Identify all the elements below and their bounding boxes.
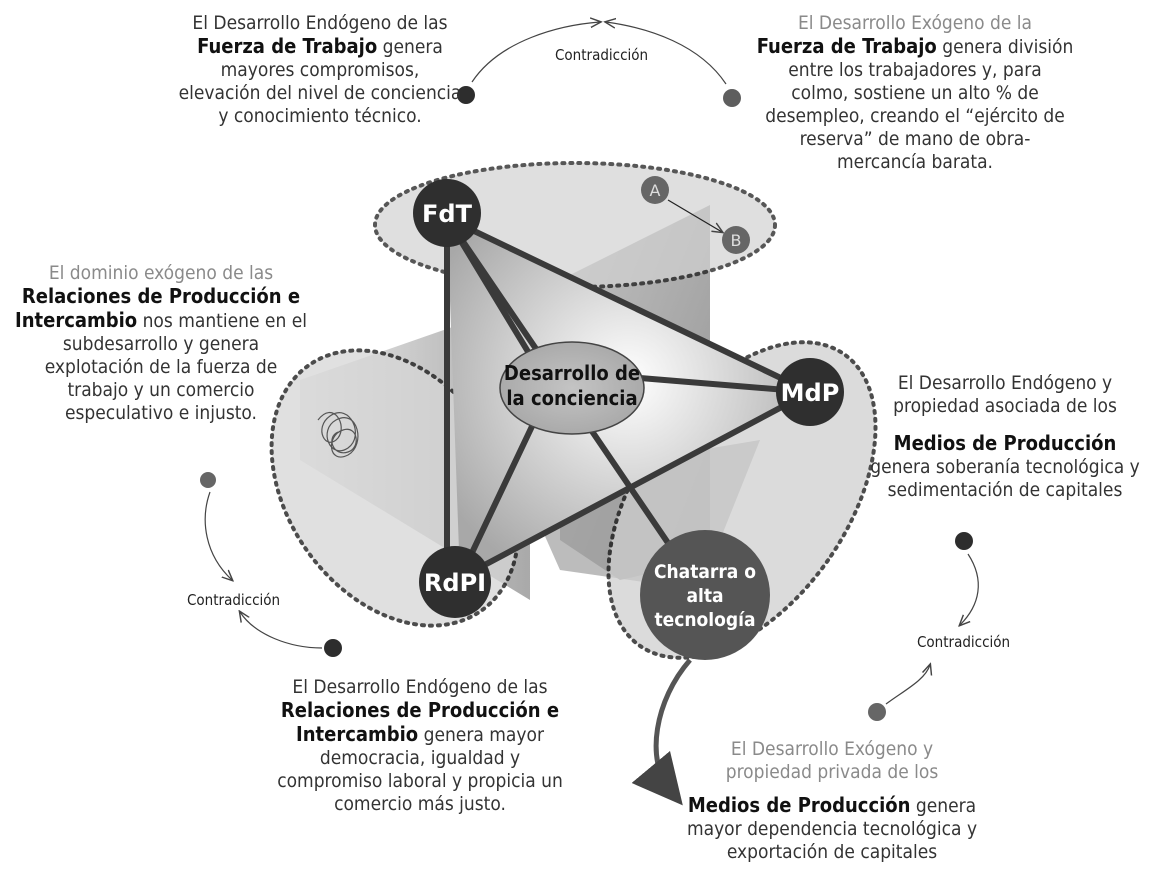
text-line: mayor dependencia tecnológica y <box>686 818 978 840</box>
edge-rdpi-mdp <box>457 389 813 581</box>
text-top-left: El Desarrollo Endógeno de las Fuerza de … <box>160 12 480 128</box>
mdp-label: MdP <box>781 379 840 407</box>
text-span: genera división <box>936 36 1074 58</box>
a-label: A <box>650 181 661 200</box>
text-line: especulativo e injusto. <box>65 402 257 424</box>
text-line: El Desarrollo Endógeno de las <box>292 676 548 698</box>
text-line: Fuerza de Trabajo genera <box>160 35 480 59</box>
text-line: propiedad asociada de los <box>893 395 1117 417</box>
right-top-dot <box>955 532 973 550</box>
center-label-1: Desarrollo de <box>504 361 640 385</box>
text-span: nos mantiene en el <box>137 310 307 332</box>
text-top-right: El Desarrollo Exógeno de la Fuerza de Tr… <box>735 12 1095 174</box>
text-line: Intercambio genera mayor <box>255 723 585 747</box>
text-line: trabajo y un comercio <box>67 379 255 401</box>
top-right-dot <box>723 89 741 107</box>
right-top-arc <box>960 553 979 625</box>
text-line: desempleo, creando el “ejército de <box>765 105 1065 127</box>
mdp-node <box>776 358 844 426</box>
text-left: El dominio exógeno de las Relaciones de … <box>2 262 320 425</box>
text-line: genera soberanía tecnológica y <box>870 456 1140 478</box>
text-span: genera <box>910 795 977 817</box>
top-left-dot <box>457 86 475 104</box>
text-line: subdesarrollo y genera <box>62 333 260 355</box>
text-line: Relaciones de Producción e <box>2 285 320 309</box>
text-line: propiedad privada de los <box>725 761 939 783</box>
text-line: El Desarrollo Endógeno de las <box>192 12 448 34</box>
text-line: Fuerza de Trabajo genera división <box>735 35 1095 59</box>
contradiction-label-top: Contradicción <box>555 46 649 64</box>
text-bold: Medios de Producción <box>687 793 911 817</box>
text-line: mercancía barata. <box>837 151 993 173</box>
chatarra-down-arrow <box>631 658 692 806</box>
text-line: entre los trabajadores y, para <box>788 59 1042 81</box>
right-bottom-arc <box>885 665 930 705</box>
b-node <box>722 226 750 254</box>
fdt-node <box>413 179 481 247</box>
rdpi-node <box>419 546 491 618</box>
a-node <box>641 176 669 204</box>
text-line: comercio más justo. <box>334 793 506 815</box>
text-line: Medios de Producción <box>860 432 1150 456</box>
text-bold: Fuerza de Trabajo <box>756 34 937 58</box>
text-line: elevación del nivel de conciencia <box>178 82 462 104</box>
text-line: El dominio exógeno de las <box>48 262 274 284</box>
text-bottom-left: El Desarrollo Endógeno de las Relaciones… <box>255 676 585 816</box>
text-bold: Relaciones de Producción e <box>280 698 560 722</box>
text-bold: Intercambio <box>15 308 138 332</box>
b-label: B <box>731 231 742 250</box>
fdt-label: FdT <box>422 200 473 228</box>
chatarra-label-1: Chatarra o <box>654 561 756 583</box>
left-top-arc <box>204 491 232 580</box>
text-bold: Intercambio <box>296 722 419 746</box>
edge-fdt-mdp <box>444 215 813 395</box>
text-line: El Desarrollo Endógeno y <box>897 372 1113 394</box>
text-line: democracia, igualdad y <box>319 747 521 769</box>
text-line: El Desarrollo Exógeno de la <box>797 12 1033 34</box>
text-line: Intercambio nos mantiene en el <box>2 309 320 333</box>
rdpi-label: RdPI <box>424 569 486 597</box>
text-bold: Relaciones de Producción e <box>21 284 301 308</box>
chatarra-label-2: alta <box>686 585 723 607</box>
top-left-arc <box>471 22 600 83</box>
contradiction-label-left: Contradicción <box>187 591 281 609</box>
left-top-dot <box>200 472 216 488</box>
text-line: reserva” de mano de obra- <box>799 128 1031 150</box>
text-line: mayores compromisos, <box>220 59 420 81</box>
center-node <box>499 341 645 435</box>
text-line: explotación de la fuerza de <box>44 356 278 378</box>
center-label-2: la conciencia <box>506 386 637 410</box>
left-bottom-arc <box>240 612 323 649</box>
text-line: compromiso laboral y propicia un <box>277 770 563 792</box>
chatarra-node <box>640 530 770 660</box>
scribble-mark <box>317 412 359 458</box>
contradiction-label-right: Contradicción <box>917 633 1011 651</box>
a-b-arrow <box>667 199 722 232</box>
text-line: Relaciones de Producción e <box>255 699 585 723</box>
text-line: sedimentación de capitales <box>887 479 1123 501</box>
text-line: Medios de Producción genera <box>672 794 992 818</box>
text-bold: Fuerza de Trabajo <box>197 34 378 58</box>
left-bottom-dot <box>324 639 342 657</box>
text-line: El Desarrollo Exógeno y <box>730 738 934 760</box>
text-line: y conocimiento técnico. <box>218 105 422 127</box>
text-right: El Desarrollo Endógeno y propiedad asoci… <box>860 372 1150 502</box>
text-span: genera <box>377 36 443 58</box>
top-right-arc <box>606 22 727 85</box>
text-line: colmo, sostiene un alto % de <box>791 82 1039 104</box>
chatarra-label-3: tecnología <box>654 609 755 631</box>
text-span: genera mayor <box>418 724 544 746</box>
right-bottom-dot <box>868 703 886 721</box>
text-bottom-right: El Desarrollo Exógeno y propiedad privad… <box>672 738 992 864</box>
text-bold: Medios de Producción <box>893 431 1117 455</box>
text-line: exportación de capitales <box>726 841 938 863</box>
